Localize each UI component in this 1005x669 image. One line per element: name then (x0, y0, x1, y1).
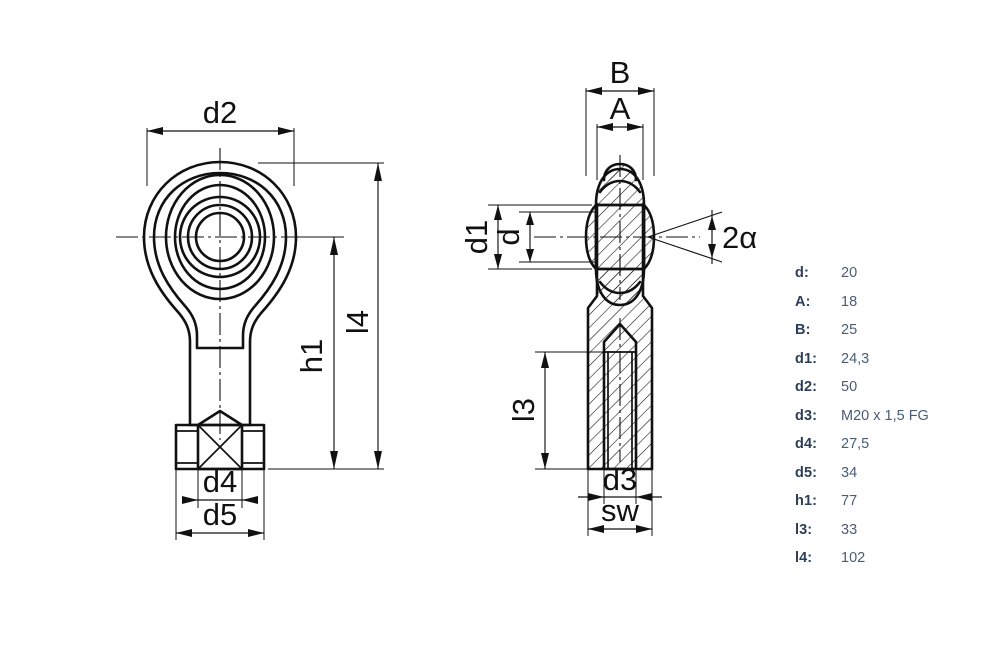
spec-row-d4: d4: 27,5 (795, 436, 995, 465)
dimension-label-d3: d3 (603, 462, 637, 497)
spec-key-B: B: (795, 322, 811, 338)
spec-row-d: d: 20 (795, 265, 995, 294)
dimension-l3: l3 (506, 351, 608, 470)
dimension-label-B: B (610, 55, 631, 90)
spec-row-d1: d1: 24,3 (795, 351, 995, 380)
dimension-label-d4: d4 (203, 464, 237, 499)
spec-value-d1: 24,3 (841, 350, 870, 367)
dimension-label-d: d (491, 228, 526, 245)
spec-key-d4: d4: (795, 436, 818, 452)
dimension-label-d2: d2 (203, 95, 237, 130)
spec-row-A: A: 18 (795, 294, 995, 323)
spec-row-l4: l4: 102 (795, 550, 995, 579)
dimension-label-d1: d1 (459, 220, 494, 254)
spec-value-A: 18 (841, 293, 858, 310)
dimension-2alpha: 2α (647, 210, 757, 264)
spec-value-d4: 27,5 (841, 436, 870, 452)
dimension-l4: l4 (258, 162, 384, 470)
spec-value-d5: 34 (841, 464, 858, 481)
specification-table: d: 20 A: 18 B: 25 d1: 24,3 d2: 50 d3: M2… (795, 265, 995, 579)
spec-row-d2: d2: 50 (795, 379, 995, 408)
spec-value-d3: M20 x 1,5 FG (841, 407, 929, 424)
spec-key-d: d: (795, 265, 809, 281)
spec-key-d1: d1: (795, 350, 818, 367)
front-view-group: d2 l4 h1 d4 (116, 95, 384, 540)
spec-value-l3: 33 (841, 521, 858, 538)
dimension-label-A: A (610, 91, 631, 126)
spec-key-l4: l4: (795, 550, 813, 566)
spec-row-d5: d5: 34 (795, 465, 995, 494)
spec-key-l3: l3: (795, 521, 813, 538)
spec-key-d3: d3: (795, 407, 818, 424)
dimension-label-h1: h1 (294, 339, 329, 373)
spec-value-d: 20 (841, 265, 858, 281)
spec-row-d3: d3: M20 x 1,5 FG (795, 408, 995, 437)
dimension-label-l4: l4 (340, 310, 375, 334)
spec-key-h1: h1: (795, 493, 818, 509)
dimension-d3: d3 (578, 462, 662, 504)
dimension-label-d5: d5 (203, 497, 237, 532)
dimension-label-l3: l3 (506, 398, 541, 422)
spec-value-l4: 102 (841, 550, 866, 566)
spec-key-d5: d5: (795, 464, 818, 481)
spec-value-B: 25 (841, 322, 858, 338)
dimension-B: B (585, 55, 655, 176)
dimension-d5: d5 (175, 469, 265, 540)
dimension-h1: h1 (268, 236, 344, 470)
spec-value-h1: 77 (841, 493, 858, 509)
spec-row-B: B: 25 (795, 322, 995, 351)
dimension-label-2alpha: 2α (722, 220, 757, 255)
dimension-d: d (491, 211, 596, 263)
dimension-A: A (596, 91, 644, 180)
dimension-d2: d2 (146, 95, 295, 186)
side-view-threaded-bore (602, 322, 638, 471)
spec-row-l3: l3: 33 (795, 522, 995, 551)
side-section-view-group: B A d1 d (459, 55, 757, 536)
dimension-d1: d1 (459, 204, 592, 270)
spec-value-d2: 50 (841, 379, 858, 395)
spec-key-A: A: (795, 293, 811, 310)
spec-key-d2: d2: (795, 379, 818, 395)
dimension-label-sw: sw (601, 493, 640, 528)
dimension-d4: d4 (182, 464, 258, 508)
dimension-sw: sw (587, 469, 653, 536)
spec-row-h1: h1: 77 (795, 493, 995, 522)
